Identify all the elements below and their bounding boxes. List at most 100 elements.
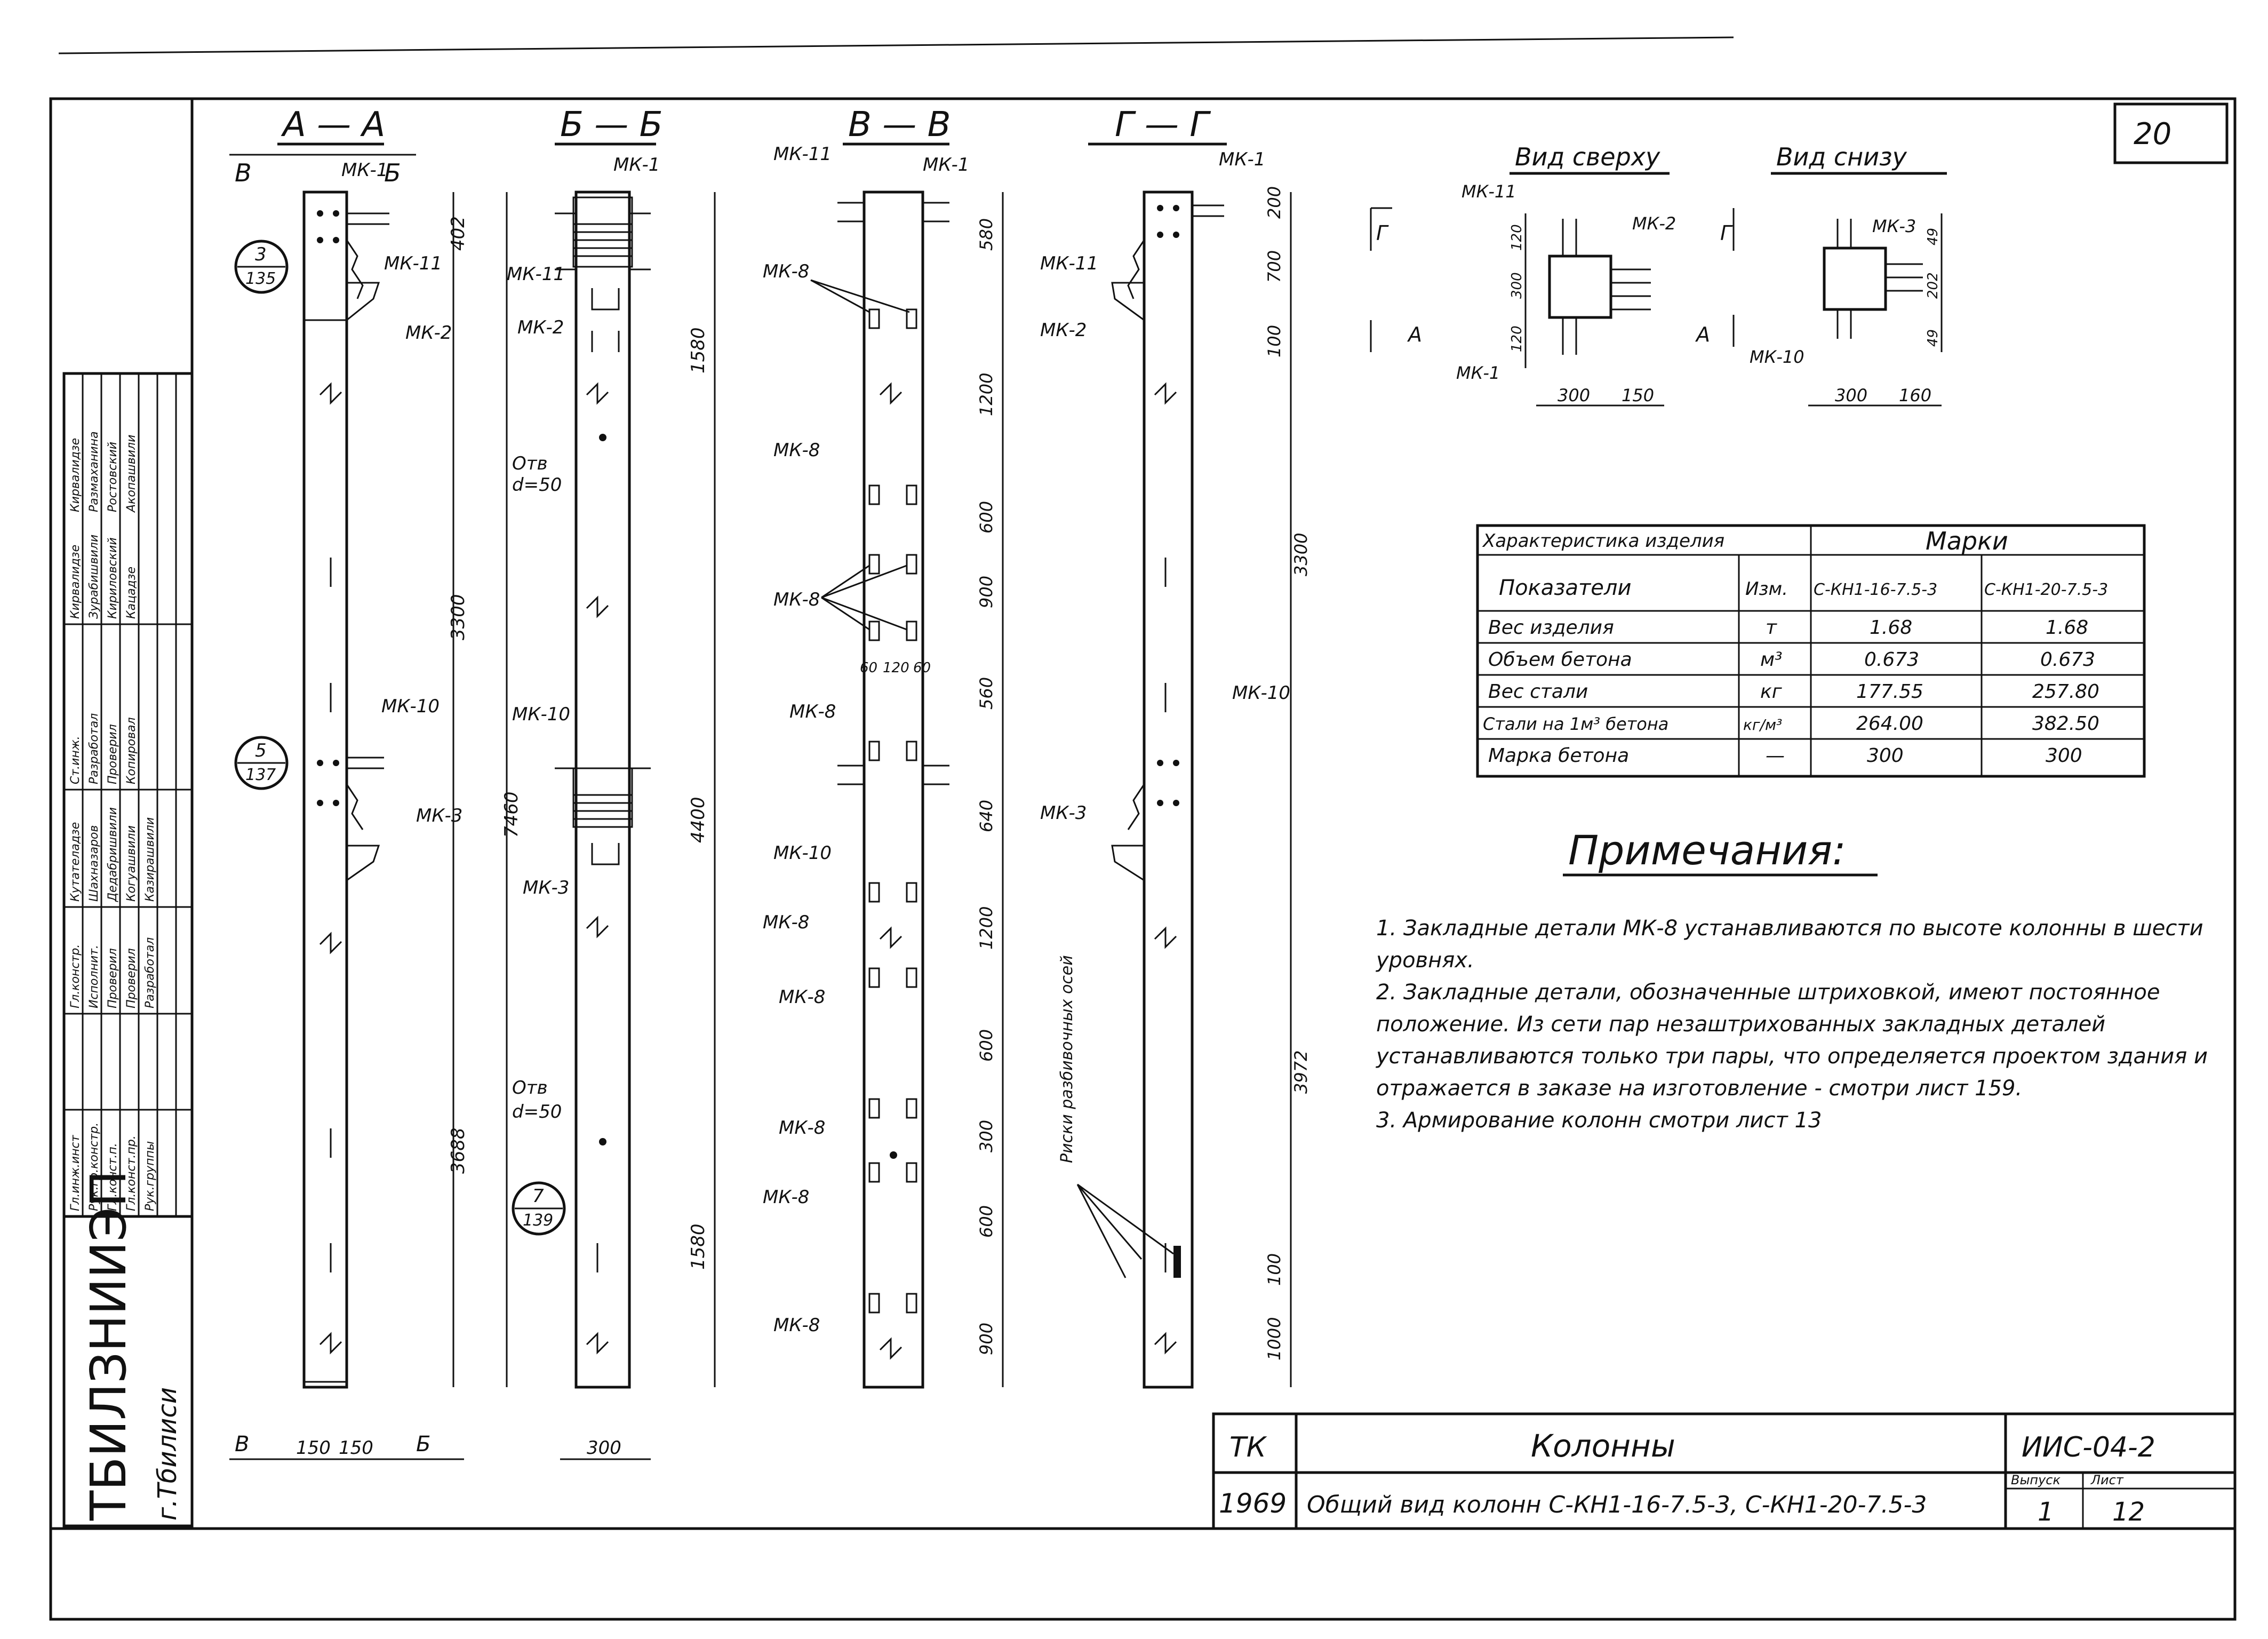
title-block: ТК 1969 Колонны Общий вид колонн С-КН1-1… xyxy=(1212,1412,2237,1530)
bb-dim-1: 1580 xyxy=(688,327,709,373)
vv-mid-dim-2: 120 xyxy=(883,660,909,676)
vv-label-mk11: МК-11 xyxy=(773,144,832,165)
view-bottom-dim-3: 300 xyxy=(1835,385,1867,405)
title-code-left: ТК xyxy=(1229,1431,1267,1463)
title-issue-label: Выпуск xyxy=(2011,1473,2061,1487)
vv-dim-10: 900 xyxy=(976,1323,996,1355)
title-year: 1969 xyxy=(1219,1488,1287,1519)
bb-label-mk10: МК-10 xyxy=(512,704,570,725)
vv-dim-5: 640 xyxy=(976,800,996,832)
spec-row-2-b: 257.80 xyxy=(2032,681,2099,703)
view-bottom-label-mk10: МК-10 xyxy=(1750,347,1804,367)
vv-dim-0: 580 xyxy=(976,218,996,251)
vv-dim-3: 900 xyxy=(976,576,996,608)
stamp-col-6-row-3: Акопашвили xyxy=(125,435,138,513)
view-top-mark-2: Г xyxy=(1720,221,1733,245)
spec-row-1-name: Объем бетона xyxy=(1488,649,1632,671)
title-sheet-label: Лист xyxy=(2090,1473,2124,1487)
view-top-title: Вид сверху xyxy=(1515,142,1660,171)
gg-dim-1: 700 xyxy=(1264,250,1284,283)
gg-label-mk11: МК-11 xyxy=(1040,253,1098,274)
gg-label-risks: Риски разбивочных осей xyxy=(1058,955,1076,1163)
spec-row-3-b: 382.50 xyxy=(2032,713,2099,735)
stamp-col-3-row-1: Шахназаров xyxy=(87,825,101,902)
section-gg: Г — Г МК-1 МК-11 МК-2 МК-10 МК-3 Риски р… xyxy=(1040,105,1311,1389)
vv-dim-2: 600 xyxy=(976,501,996,534)
stamp-col-4-row-0: Ст.инж. xyxy=(69,736,82,784)
section-aa-mark-b: Б xyxy=(384,158,401,187)
stamp-col-2-row-4: Разработал xyxy=(143,937,157,1008)
bb-label-otv-2: Отв xyxy=(512,1077,548,1099)
stamp-col-0-row-3: Гл.конст.пр. xyxy=(125,1135,138,1211)
note-1: 1. Закладные детали МК-8 устанавливаются… xyxy=(1376,916,2203,973)
column-bb-body xyxy=(574,190,631,1389)
title-name: Колонны xyxy=(1531,1428,1675,1464)
note-2: 2. Закладные детали, обозначенные штрихо… xyxy=(1376,980,2208,1101)
stamp-col-6-row-1: Размаханина xyxy=(87,431,101,512)
stamp-col-5-row-2: Кириловский xyxy=(106,537,119,619)
spec-row-4-unit: — xyxy=(1766,745,1785,767)
view-bottom: Вид снизу МК-3 МК-10 49 202 49 300 160 xyxy=(1750,142,1947,407)
aa-callout-1-bottom: 135 xyxy=(245,269,276,288)
vv-dim-7: 600 xyxy=(976,1029,996,1062)
spec-header-right: Марки xyxy=(1926,527,2008,555)
view-top-dim-0: 120 xyxy=(1509,224,1525,251)
gg-label-mk1: МК-1 xyxy=(1219,149,1265,170)
view-top-mark-3: А xyxy=(1407,323,1422,346)
view-bottom-label-mk3: МК-3 xyxy=(1872,216,1916,236)
title-series: ИИС-04-2 xyxy=(2022,1431,2155,1463)
spec-row-1-b: 0.673 xyxy=(2040,649,2095,671)
stamp-col-0-row-0: Гл.инж.инст xyxy=(69,1134,82,1211)
vv-dim-9: 600 xyxy=(976,1205,996,1238)
notes-list: 1. Закладные детали МК-8 устанавливаются… xyxy=(1376,912,2208,1136)
vv-label-mk8-8: МК-8 xyxy=(763,1187,809,1208)
stamp-col-5-row-0: Кирвалидзе xyxy=(69,545,82,619)
title-desc: Общий вид колонн С-КН1-16-7.5-3, С-КН1-2… xyxy=(1307,1491,1927,1518)
bb-label-otv-1: Отв xyxy=(512,453,548,474)
section-bb: Б — Б МК-1 МК-11 МК-2 Отв d=50 xyxy=(507,105,716,1460)
spec-row-3-unit: кг/м³ xyxy=(1743,716,1782,734)
bb-label-mk2: МК-2 xyxy=(517,317,564,338)
gg-dim-2: 100 xyxy=(1264,325,1284,357)
spec-col-3: С-КН1-20-7.5-3 xyxy=(1984,580,2108,599)
stamp-col-0-row-4: Рук.группы xyxy=(143,1141,157,1211)
view-top-dim-1: 300 xyxy=(1509,272,1525,299)
notes-title: Примечания: xyxy=(1568,826,1846,874)
spec-row-2-name: Вес стали xyxy=(1488,681,1588,703)
spec-row-0-b: 1.68 xyxy=(2046,617,2088,639)
view-top-label-mk11: МК-11 xyxy=(1462,181,1516,202)
view-top-label-mk1: МК-1 xyxy=(1456,363,1500,383)
stamp-col-3-row-3: Когуашвили xyxy=(125,825,138,902)
gg-label-mk2: МК-2 xyxy=(1040,320,1087,341)
spec-row-4-name: Марка бетона xyxy=(1488,745,1629,767)
aa-label-mk1: МК-1 xyxy=(341,160,388,181)
left-stamp: Гл.инж.инст Рук.гр.констр. Гл.конст.п. Г… xyxy=(62,372,194,1527)
gg-dim-4: 3972 xyxy=(1291,1051,1311,1094)
vv-label-mk8-7: МК-8 xyxy=(779,1117,825,1139)
aa-label-mk3: МК-3 xyxy=(416,805,462,826)
section-vv: В — В МК-11 МК-1 МК-8 МК-8 МК-8 МК-8 МК-… xyxy=(763,105,1004,1389)
title-sheet: 12 xyxy=(2112,1497,2145,1527)
stamp-col-2-row-3: Проверил xyxy=(125,948,138,1008)
vv-label-mk10: МК-10 xyxy=(773,842,832,864)
view-top-label-mk2: МК-2 xyxy=(1632,213,1676,234)
stamp-city: г.Тбилиси xyxy=(153,1387,182,1521)
section-aa-title: А — А xyxy=(281,105,385,145)
spec-row-1-unit: м³ xyxy=(1760,649,1783,671)
stamp-col-0-row-2: Гл.конст.п. xyxy=(106,1143,119,1211)
aa-label-mk2: МК-2 xyxy=(405,322,452,344)
spec-row-0-a: 1.68 xyxy=(1870,617,1912,639)
aa-bottom-dim-1: 150 xyxy=(296,1437,331,1459)
stamp-col-6-row-2: Ростовский xyxy=(106,442,119,512)
spec-row-2-a: 177.55 xyxy=(1856,681,1923,703)
spec-row-4-a: 300 xyxy=(1867,745,1904,767)
aa-bottom-mark-b: Б xyxy=(416,1432,430,1457)
stamp-col-3-row-0: Кутателадзе xyxy=(69,822,82,902)
spec-row-0-unit: т xyxy=(1766,617,1777,639)
aa-callout-1-top: 3 xyxy=(255,244,267,265)
vv-label-mk8-5: МК-8 xyxy=(763,912,809,933)
stamp-col-5-row-3: Кацадзе xyxy=(125,567,138,619)
spec-row-3-a: 264.00 xyxy=(1856,713,1923,735)
top-edge-line xyxy=(58,36,1734,54)
